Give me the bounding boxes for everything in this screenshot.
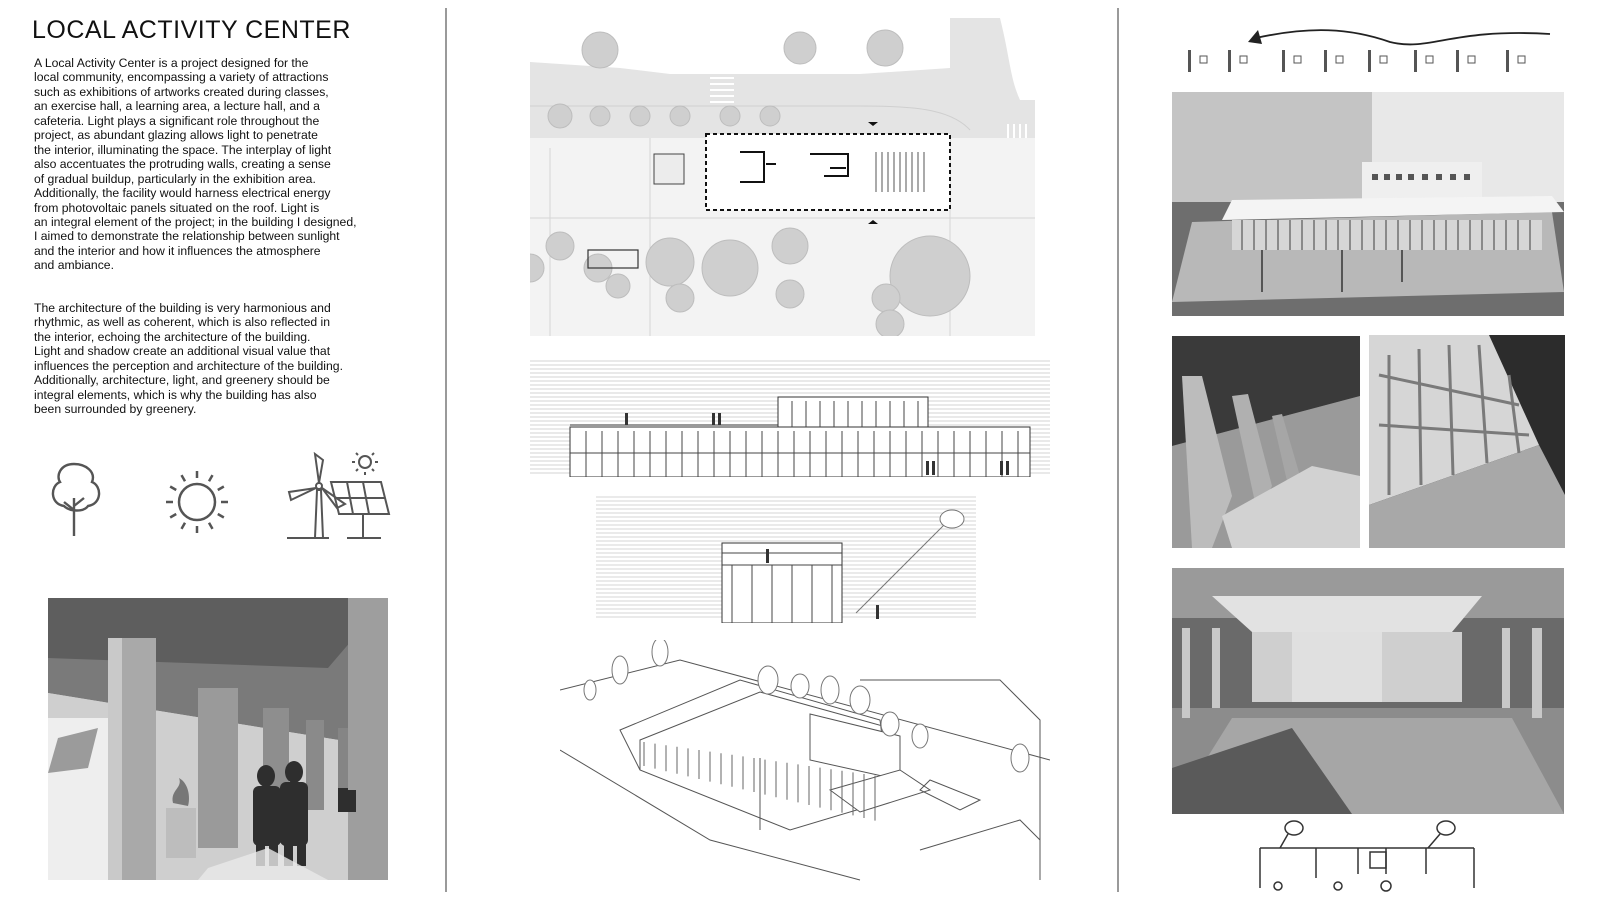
interior-perspective-render — [48, 598, 388, 880]
description-paragraph-2: The architecture of the building is very… — [34, 301, 343, 417]
section-diagram-bottom — [1258, 818, 1478, 898]
column-divider-left — [445, 8, 447, 892]
site-plan-drawing — [530, 18, 1050, 336]
model-photo-courtyard — [1172, 568, 1564, 814]
model-photo-facade-right — [1369, 335, 1565, 548]
page-title: LOCAL ACTIVITY CENTER — [32, 16, 351, 44]
tree-icon — [44, 458, 108, 538]
model-photo-exterior — [1172, 92, 1564, 316]
sun-path-section-diagram — [1180, 22, 1560, 78]
axonometric-drawing — [560, 640, 1050, 882]
model-photo-interior-left — [1172, 336, 1360, 548]
description-paragraph-1: A Local Activity Center is a project des… — [34, 56, 357, 273]
wind-turbine-solar-panel-icon — [285, 452, 393, 540]
short-elevation-drawing — [596, 493, 976, 623]
sun-icon — [163, 468, 231, 536]
column-divider-right — [1117, 8, 1119, 892]
long-elevation-drawing — [530, 357, 1050, 477]
